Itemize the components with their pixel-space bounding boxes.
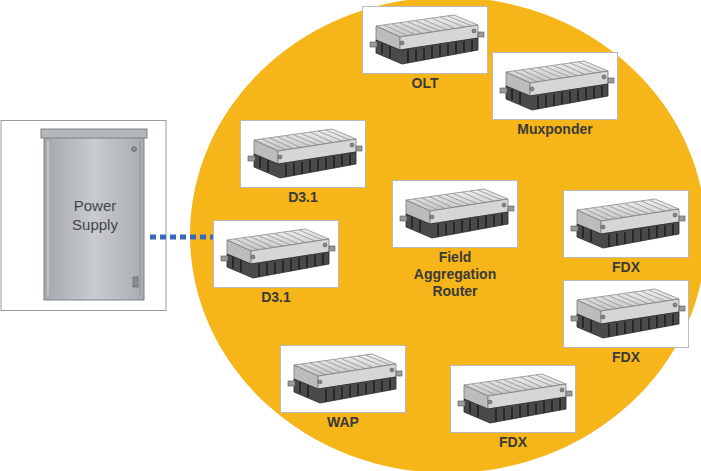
node-device-icon-art	[363, 7, 488, 74]
node-device-icon	[240, 120, 366, 188]
device-label: Muxponder	[495, 121, 615, 138]
device-node: FDX	[563, 190, 689, 276]
device-node: FDX	[450, 365, 576, 451]
node-device-icon	[392, 180, 518, 248]
device-node: D3.1	[240, 120, 366, 206]
device-label: OLT	[365, 75, 485, 92]
device-label: FDX	[566, 259, 686, 276]
device-node: FDX	[563, 280, 689, 366]
device-label: D3.1	[243, 189, 363, 206]
node-device-icon-art	[564, 191, 689, 258]
node-device-icon	[563, 190, 689, 258]
cabinet-symbol-art	[41, 129, 147, 300]
node-device-icon	[213, 220, 339, 288]
device-label: D3.1	[216, 289, 336, 306]
node-device-icon	[362, 6, 488, 74]
node-device-icon-art	[451, 366, 576, 433]
node-device-icon-art	[241, 121, 366, 188]
device-node: WAP	[280, 345, 406, 431]
device-node: Field Aggregation Router	[392, 180, 518, 300]
node-device-icon-art	[393, 181, 518, 248]
device-label: FDX	[566, 349, 686, 366]
cabinet-symbol	[40, 127, 150, 302]
device-node: OLT	[362, 6, 488, 92]
device-label: FDX	[453, 434, 573, 451]
node-device-icon-art	[493, 53, 618, 120]
node-device-icon-art	[281, 346, 406, 413]
node-device-icon	[563, 280, 689, 348]
cabinet-label: Power Supply	[40, 196, 150, 234]
device-node: Muxponder	[492, 52, 618, 138]
node-device-icon	[492, 52, 618, 120]
power-supply-cabinet: Power Supply	[40, 127, 150, 302]
node-region	[190, 0, 701, 471]
supply-frame	[1, 121, 166, 311]
node-device-icon-art	[214, 221, 339, 288]
device-label: Field Aggregation Router	[400, 249, 510, 300]
power-link	[150, 235, 214, 240]
device-node: D3.1	[213, 220, 339, 306]
node-device-icon-art	[564, 281, 689, 348]
node-device-icon	[280, 345, 406, 413]
device-label: WAP	[283, 414, 403, 431]
node-device-icon	[450, 365, 576, 433]
